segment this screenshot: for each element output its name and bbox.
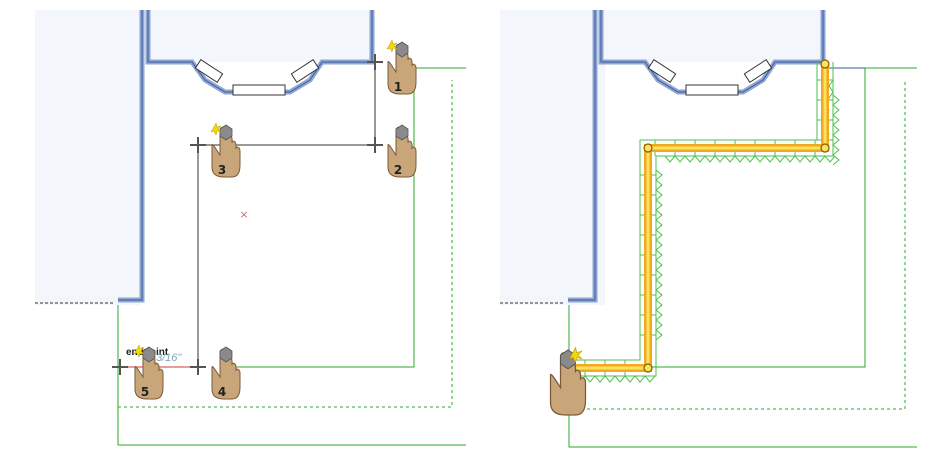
click-step-1: 1	[386, 39, 417, 95]
new-wall-hatch	[569, 62, 840, 383]
click-step-4: 4	[211, 346, 241, 400]
window-icon	[194, 59, 320, 96]
room-fill-top	[598, 10, 824, 62]
hand-pointer-icon	[386, 39, 417, 95]
selected-path	[569, 62, 829, 372]
guide-lines	[117, 67, 466, 446]
window-icon	[647, 59, 773, 96]
center-marker: ×	[239, 208, 248, 221]
click-step-2: 2	[387, 124, 417, 178]
room-fill	[500, 10, 605, 305]
right-canvas[interactable]	[465, 0, 930, 467]
guide-lines	[568, 67, 917, 448]
path-vertex-handles	[564, 59, 830, 373]
step-number: 5	[141, 385, 149, 399]
crosshair-icon	[112, 54, 383, 375]
dimension-text: 3/16"	[156, 352, 182, 364]
hand-pointer-icon	[387, 124, 417, 178]
room-fill	[35, 10, 140, 305]
room-fill-top	[148, 10, 370, 62]
hand-pointer-icon	[549, 346, 587, 416]
right-panel-result	[465, 0, 930, 467]
hand-pointer-icon	[133, 344, 164, 400]
step-number: 2	[394, 163, 402, 177]
step-number: 4	[218, 385, 226, 399]
step-number: 3	[218, 163, 226, 177]
click-step-5: 5	[133, 344, 164, 400]
step-number: 1	[394, 80, 402, 94]
click-step-3: 3	[210, 122, 241, 178]
left-panel-drawing-steps: × endpoint 3/16" 1 2	[0, 0, 470, 467]
hand-pointer-icon	[211, 346, 241, 400]
hand-pointer-icon	[210, 122, 241, 178]
left-canvas[interactable]: × endpoint 3/16" 1 2	[0, 0, 470, 467]
